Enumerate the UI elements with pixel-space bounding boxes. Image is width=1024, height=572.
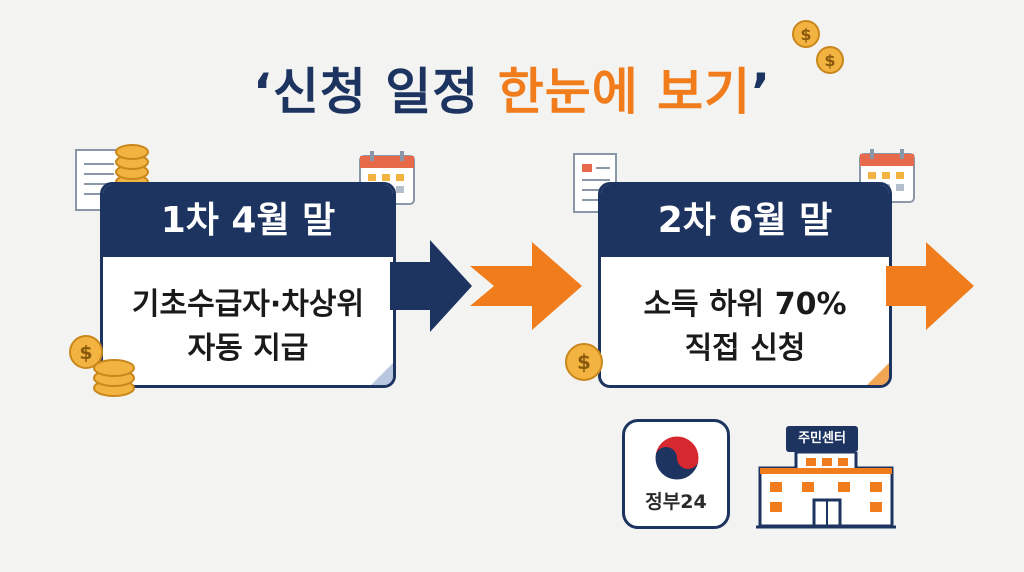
gov24-label: 정부24	[645, 491, 707, 513]
title-part-1: 신청 일정	[272, 63, 498, 121]
document-icon	[75, 144, 149, 211]
title-open-quote: ‘	[252, 63, 273, 121]
page-title: ‘신청 일정 한눈에 보기’	[0, 52, 1024, 124]
svg-text:$: $	[800, 25, 811, 44]
step-1-header: 1차 4월 말	[103, 185, 393, 257]
step-1-line-1: 기초수급자·차상위	[131, 287, 365, 322]
step-2-header: 2차 6월 말	[601, 185, 889, 257]
step-2-body: 소득 하위 70% 직접 신청	[601, 257, 889, 371]
arrow-right-orange-icon	[470, 242, 582, 330]
page-curl-icon	[864, 360, 889, 385]
svg-text:$: $	[79, 342, 92, 364]
community-center-building-icon	[756, 452, 896, 529]
title-part-2: 한눈에 보기	[497, 63, 752, 121]
page-curl-icon	[368, 360, 393, 385]
step-card-2: 2차 6월 말 소득 하위 70% 직접 신청	[598, 182, 892, 388]
svg-text:$: $	[577, 350, 591, 374]
arrow-right-orange-icon	[886, 242, 974, 330]
title-close-quote: ’	[751, 63, 772, 121]
step-2-line-2: 직접 신청	[684, 331, 806, 366]
coin-icon: $	[565, 343, 603, 381]
step-1-body: 기초수급자·차상위 자동 지급	[103, 257, 393, 371]
coins-icon: $	[69, 335, 135, 397]
taegeuk-logo-icon	[654, 435, 700, 481]
community-center-sign: 주민센터	[786, 426, 858, 452]
arrow-right-navy-icon	[390, 240, 472, 332]
svg-text:$: $	[824, 51, 835, 70]
coins-icon: $ $	[792, 20, 844, 74]
step-card-1: 1차 4월 말 기초수급자·차상위 자동 지급	[100, 182, 396, 388]
step-2-line-1: 소득 하위 70%	[643, 287, 847, 322]
gov24-app-badge: 정부24	[622, 419, 730, 529]
step-1-line-2: 자동 지급	[187, 331, 309, 366]
